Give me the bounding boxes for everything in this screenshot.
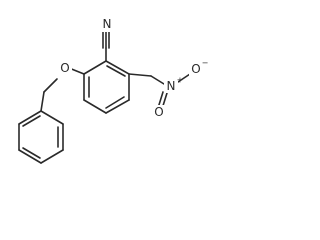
- nitro-n-charge: +: [177, 76, 184, 85]
- methylene-bond: [128, 73, 152, 77]
- structure-canvas: N O: [18, 17, 209, 164]
- chemical-structure-drawing: N O: [18, 17, 209, 164]
- ring-bond: [18, 110, 42, 125]
- ring-bond: [40, 110, 64, 125]
- ring-double-bond: [106, 65, 126, 77]
- nitrile-group: N: [99, 17, 114, 62]
- ring-double-bond: [105, 96, 125, 109]
- ring-double-bond: [22, 147, 41, 159]
- nitrile-n-label: N: [103, 17, 112, 31]
- ether-o-label: O: [60, 61, 69, 75]
- ring-bond: [83, 60, 107, 75]
- central-benzene-ring: [83, 60, 130, 114]
- ring-bond: [105, 60, 130, 75]
- nitromethyl-group: N + O − O: [128, 59, 209, 119]
- ring-bond: [105, 99, 130, 114]
- ring-double-bond: [22, 115, 41, 127]
- benzyl-bond: [40, 91, 45, 112]
- c-n-bond: [150, 75, 165, 85]
- ether-bond: [43, 78, 58, 93]
- ring-bond: [18, 149, 42, 164]
- phenyl-ring: [18, 110, 64, 164]
- nitro-n-label: N: [167, 79, 176, 93]
- n-o-single-bond: [177, 73, 191, 83]
- nitro-o-minus-label: O: [191, 62, 200, 76]
- ring-bond: [40, 149, 64, 164]
- nitro-o-double-label: O: [154, 105, 163, 119]
- ring-bond: [83, 99, 107, 114]
- nitro-o-minus-charge: −: [202, 59, 209, 68]
- ether-linkage: O: [43, 61, 85, 93]
